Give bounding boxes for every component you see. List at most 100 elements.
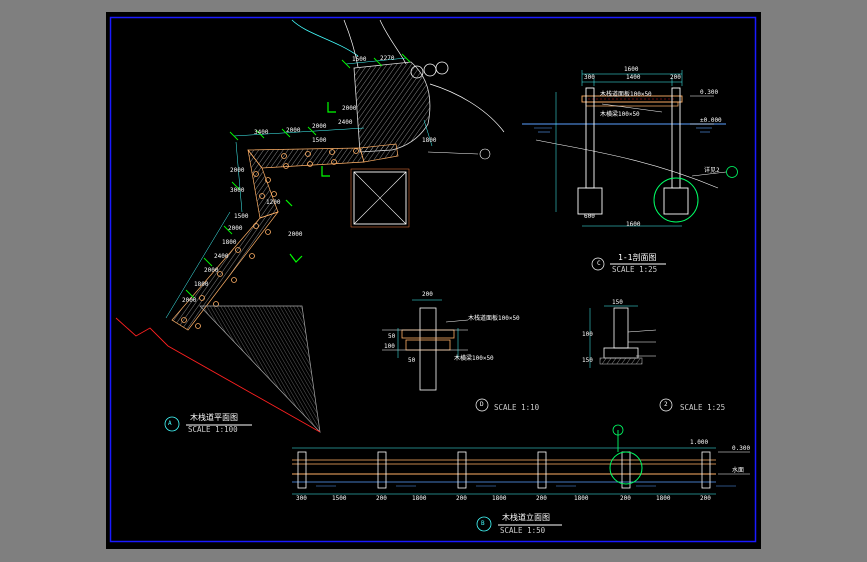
section-marker-circle — [591, 257, 605, 271]
elev-dim-label: 1500 — [332, 495, 347, 502]
detail-d-board — [401, 329, 455, 339]
elev-marker: B — [481, 520, 485, 527]
plan-title: 木栈道平面图 — [190, 413, 238, 422]
elev-marker-circle — [476, 516, 492, 532]
section-callout: 详见2 — [704, 167, 720, 174]
sec-ground-curve — [535, 139, 719, 189]
boardwalk-segment — [247, 147, 365, 169]
plan-dim-label: 3000 — [230, 187, 245, 194]
drawing-sheet: A 木栈道平面图 SCALE 1:100 1500 2270 3400 2000… — [106, 12, 761, 549]
plan-leader — [427, 151, 479, 155]
detail-2-leader — [627, 329, 657, 333]
section-dim-label: 1600 — [626, 221, 641, 228]
section-marker: C — [597, 260, 601, 267]
elev-section-bubble — [612, 424, 624, 436]
detail-d-view — [382, 299, 489, 412]
section-level-label: 0.300 — [700, 89, 719, 96]
deck-beam — [585, 101, 679, 107]
cad-drawing — [109, 16, 757, 543]
detail-d-leader — [445, 319, 469, 323]
elev-dim-label: 1800 — [656, 495, 671, 502]
planter-circle — [410, 65, 424, 79]
detail-2-post — [613, 307, 629, 349]
section-cut-mark — [321, 166, 330, 177]
callout-leader — [601, 103, 663, 113]
section-scale: SCALE 1:25 — [612, 265, 658, 274]
elev-scale: SCALE 1:50 — [500, 526, 546, 535]
shore-curve — [429, 83, 505, 133]
plan-dim-label: 2000 — [312, 123, 327, 130]
detail-d-dim-label: 50 — [388, 333, 396, 340]
elev-dim-label: 200 — [456, 495, 467, 502]
elev-dim-label: 200 — [700, 495, 711, 502]
section-callout: 木横梁100×50 — [600, 111, 640, 118]
section-title: 1-1剖面图 — [618, 253, 657, 262]
shore-curve — [343, 19, 359, 68]
section-cut-mark — [327, 102, 336, 113]
plan-dim-label: 1200 — [266, 199, 281, 206]
plan-dim-ticks — [185, 53, 411, 299]
elev-dim-label: 1800 — [492, 495, 507, 502]
detail-callout-circle — [653, 177, 699, 223]
detail-d-scale: SCALE 1:10 — [494, 403, 540, 412]
plan-view — [115, 19, 505, 434]
plan-dim-label: 2000 — [204, 267, 219, 274]
footing-left — [577, 187, 603, 215]
detail-2-dim-label: 100 — [582, 331, 593, 338]
plan-dim-label: 1500 — [234, 213, 249, 220]
elev-dim-label: 200 — [536, 495, 547, 502]
detail-2-scale: SCALE 1:25 — [680, 403, 726, 412]
post-right — [671, 87, 681, 189]
water-wave-marks — [534, 127, 712, 133]
detail-2-base — [599, 357, 643, 365]
plan-scale: SCALE 1:100 — [188, 425, 238, 434]
section-dim-label: 200 — [670, 74, 681, 81]
plan-dim-label: 1800 — [194, 281, 209, 288]
shore-curve — [291, 19, 359, 57]
plan-dim-label: 2000 — [342, 105, 357, 112]
plan-dim-label: 2000 — [182, 297, 197, 304]
plan-callout-bubble — [479, 148, 491, 160]
plan-dim-label: 2000 — [288, 231, 303, 238]
detail-leader — [691, 171, 727, 177]
plan-dim-label: 1500 — [312, 137, 327, 144]
elev-dim-label: 300 — [296, 495, 307, 502]
detail-d-beam — [405, 339, 451, 351]
plan-dim-label: 3400 — [254, 129, 269, 136]
detail-2-dim-label: 150 — [612, 299, 623, 306]
section-dim-label: 1600 — [624, 66, 639, 73]
detail-2-dim-label: 150 — [582, 357, 593, 364]
detail-2-footing — [603, 347, 639, 359]
detail-ref-bubble — [726, 166, 738, 178]
ground-edge — [115, 317, 321, 433]
elev-detail-callout — [609, 451, 643, 485]
section-cut-mark — [285, 199, 293, 207]
planter-circle — [423, 63, 437, 77]
pavilion-roof — [353, 171, 407, 225]
elev-level-label: 1.000 — [690, 439, 709, 446]
detail-d-dim-label: 200 — [422, 291, 433, 298]
footing-right — [663, 187, 689, 215]
elevation-view — [292, 424, 750, 532]
detail-d-dim-label: 100 — [384, 343, 395, 350]
detail-2-view — [589, 305, 673, 412]
plan-marker: A — [168, 420, 172, 427]
elev-posts — [297, 451, 711, 489]
plan-dim-label: 1500 — [352, 56, 367, 63]
boardwalk-posts — [181, 148, 359, 329]
detail-d-marker-circle — [475, 398, 489, 412]
planter-circle — [435, 61, 449, 75]
elev-level-label: 水面 — [732, 467, 745, 474]
detail-2-marker-circle — [659, 398, 673, 412]
shore-curve — [379, 19, 407, 65]
post-left — [585, 87, 595, 189]
viewing-platform — [353, 61, 431, 153]
plan-dim-label: 1800 — [422, 137, 437, 144]
plan-dim-label: 2400 — [214, 253, 229, 260]
sheet-frame — [109, 16, 757, 543]
detail-d-dim-label: 50 — [408, 357, 416, 364]
ground-area — [199, 305, 321, 434]
elev-dim-label: 1800 — [574, 495, 589, 502]
plan-dim-label: 1800 — [222, 239, 237, 246]
elev-dim-label: 1800 — [412, 495, 427, 502]
